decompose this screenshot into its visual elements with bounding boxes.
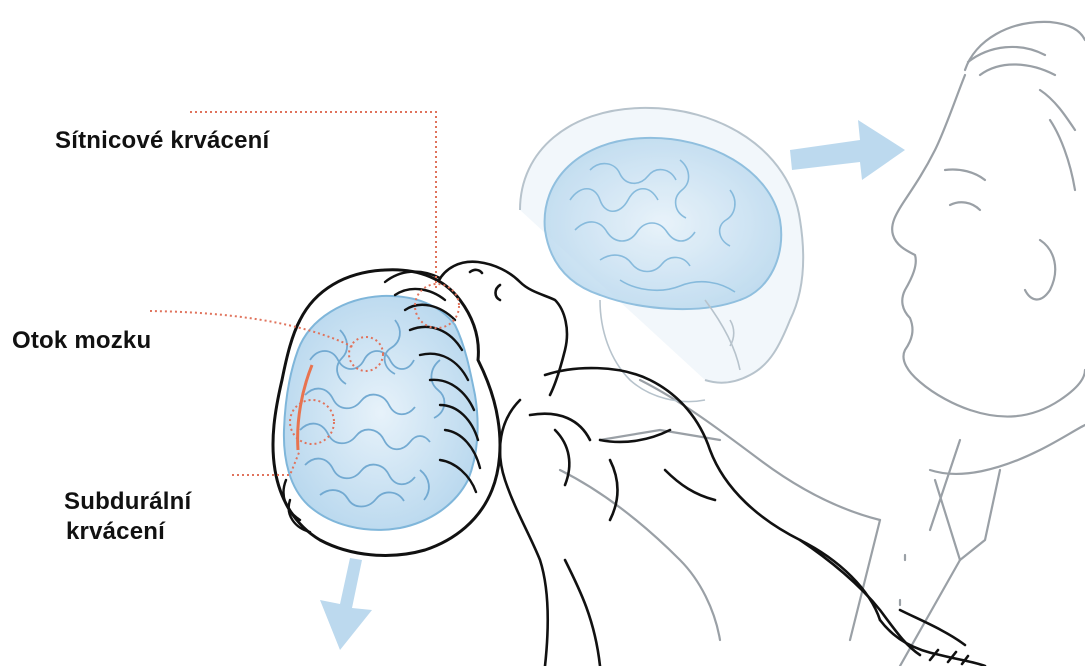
label-subdural-line1: Subdurální [64,487,191,517]
label-retinal-hemorrhage: Sítnicové krvácení [55,126,269,156]
motion-arrow-down [320,558,372,650]
label-brain-edema: Otok mozku [12,326,151,356]
infant-head [273,270,500,556]
label-subdural-line2: krvácení [64,517,191,547]
label-subdural-hemorrhage: Subdurální krvácení [64,487,191,547]
motion-arrow-right [790,120,905,180]
